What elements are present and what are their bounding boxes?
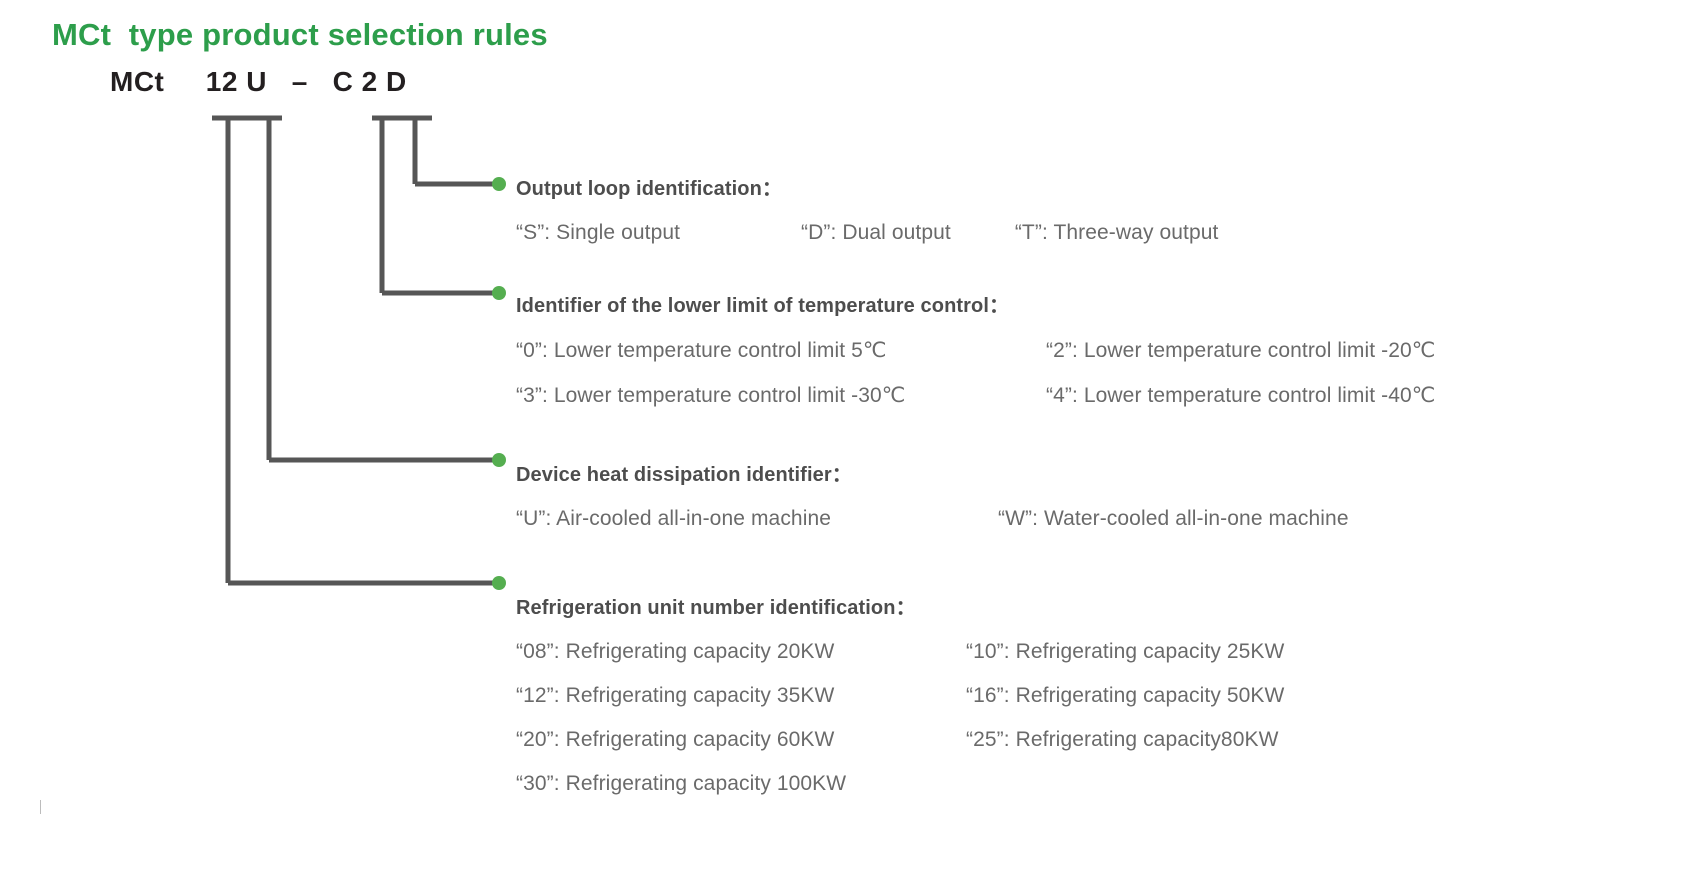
bullet-dot-output-loop <box>492 177 506 191</box>
row-col-b: “25”: Refrigerating capacity80KW <box>966 728 1279 751</box>
section-row: “U”: Air-cooled all-in-one machine “W”: … <box>516 507 1349 531</box>
row-col-b: “16”: Refrigerating capacity 50KW <box>966 684 1285 707</box>
section-heading: Device heat dissipation identifier： <box>516 464 852 486</box>
section-row: “30”: Refrigerating capacity 100KW <box>516 772 1284 796</box>
section-temperature-lower-limit: Identifier of the lower limit of tempera… <box>516 289 1435 408</box>
bullet-dot-heat-dissipation <box>492 453 506 467</box>
row-col-a: “20”: Refrigerating capacity 60KW <box>516 728 835 751</box>
row-col-a: “3”: Lower temperature control limit -30… <box>516 384 906 407</box>
row-col-b: “2”: Lower temperature control limit -20… <box>1046 339 1436 362</box>
row-col-a: “U”: Air-cooled all-in-one machine <box>516 507 832 530</box>
corner-tick-mark <box>40 800 41 814</box>
section-row: “12”: Refrigerating capacity 35KW “16”: … <box>516 684 1284 708</box>
row-col-a: “S”: Single output <box>516 221 681 244</box>
section-heat-dissipation: Device heat dissipation identifier： “U”:… <box>516 458 1349 531</box>
row-col-a: “12”: Refrigerating capacity 35KW <box>516 684 835 707</box>
section-refrigeration-unit-number: Refrigeration unit number identification… <box>516 591 1284 796</box>
row-col-b: “10”: Refrigerating capacity 25KW <box>966 640 1285 663</box>
row-col-a: “0”: Lower temperature control limit 5℃ <box>516 339 887 362</box>
row-col-b: “D”: Dual output <box>801 221 951 244</box>
section-heading: Output loop identification： <box>516 178 782 200</box>
row-col-a: “30”: Refrigerating capacity 100KW <box>516 772 847 795</box>
row-col-c: “T”: Three-way output <box>1014 221 1219 244</box>
bullet-dot-temperature <box>492 286 506 300</box>
section-row: “08”: Refrigerating capacity 20KW “10”: … <box>516 640 1284 664</box>
row-col-b: “4”: Lower temperature control limit -40… <box>1046 384 1436 407</box>
section-heading: Refrigeration unit number identification… <box>516 597 916 619</box>
row-col-a: “08”: Refrigerating capacity 20KW <box>516 640 835 663</box>
section-row: “20”: Refrigerating capacity 60KW “25”: … <box>516 728 1284 752</box>
section-row: “0”: Lower temperature control limit 5℃ … <box>516 338 1435 363</box>
section-output-loop: Output loop identification： “S”: Single … <box>516 172 1218 245</box>
section-row: “S”: Single output “D”: Dual output “T”:… <box>516 221 1218 245</box>
bullet-dot-refrigeration <box>492 576 506 590</box>
row-col-b: “W”: Water-cooled all-in-one machine <box>998 507 1349 530</box>
section-heading: Identifier of the lower limit of tempera… <box>516 295 1010 317</box>
page-title: MCt type product selection rules <box>52 17 548 52</box>
product-code: MCt 12 U – C 2 D <box>110 66 407 97</box>
section-row: “3”: Lower temperature control limit -30… <box>516 383 1435 408</box>
